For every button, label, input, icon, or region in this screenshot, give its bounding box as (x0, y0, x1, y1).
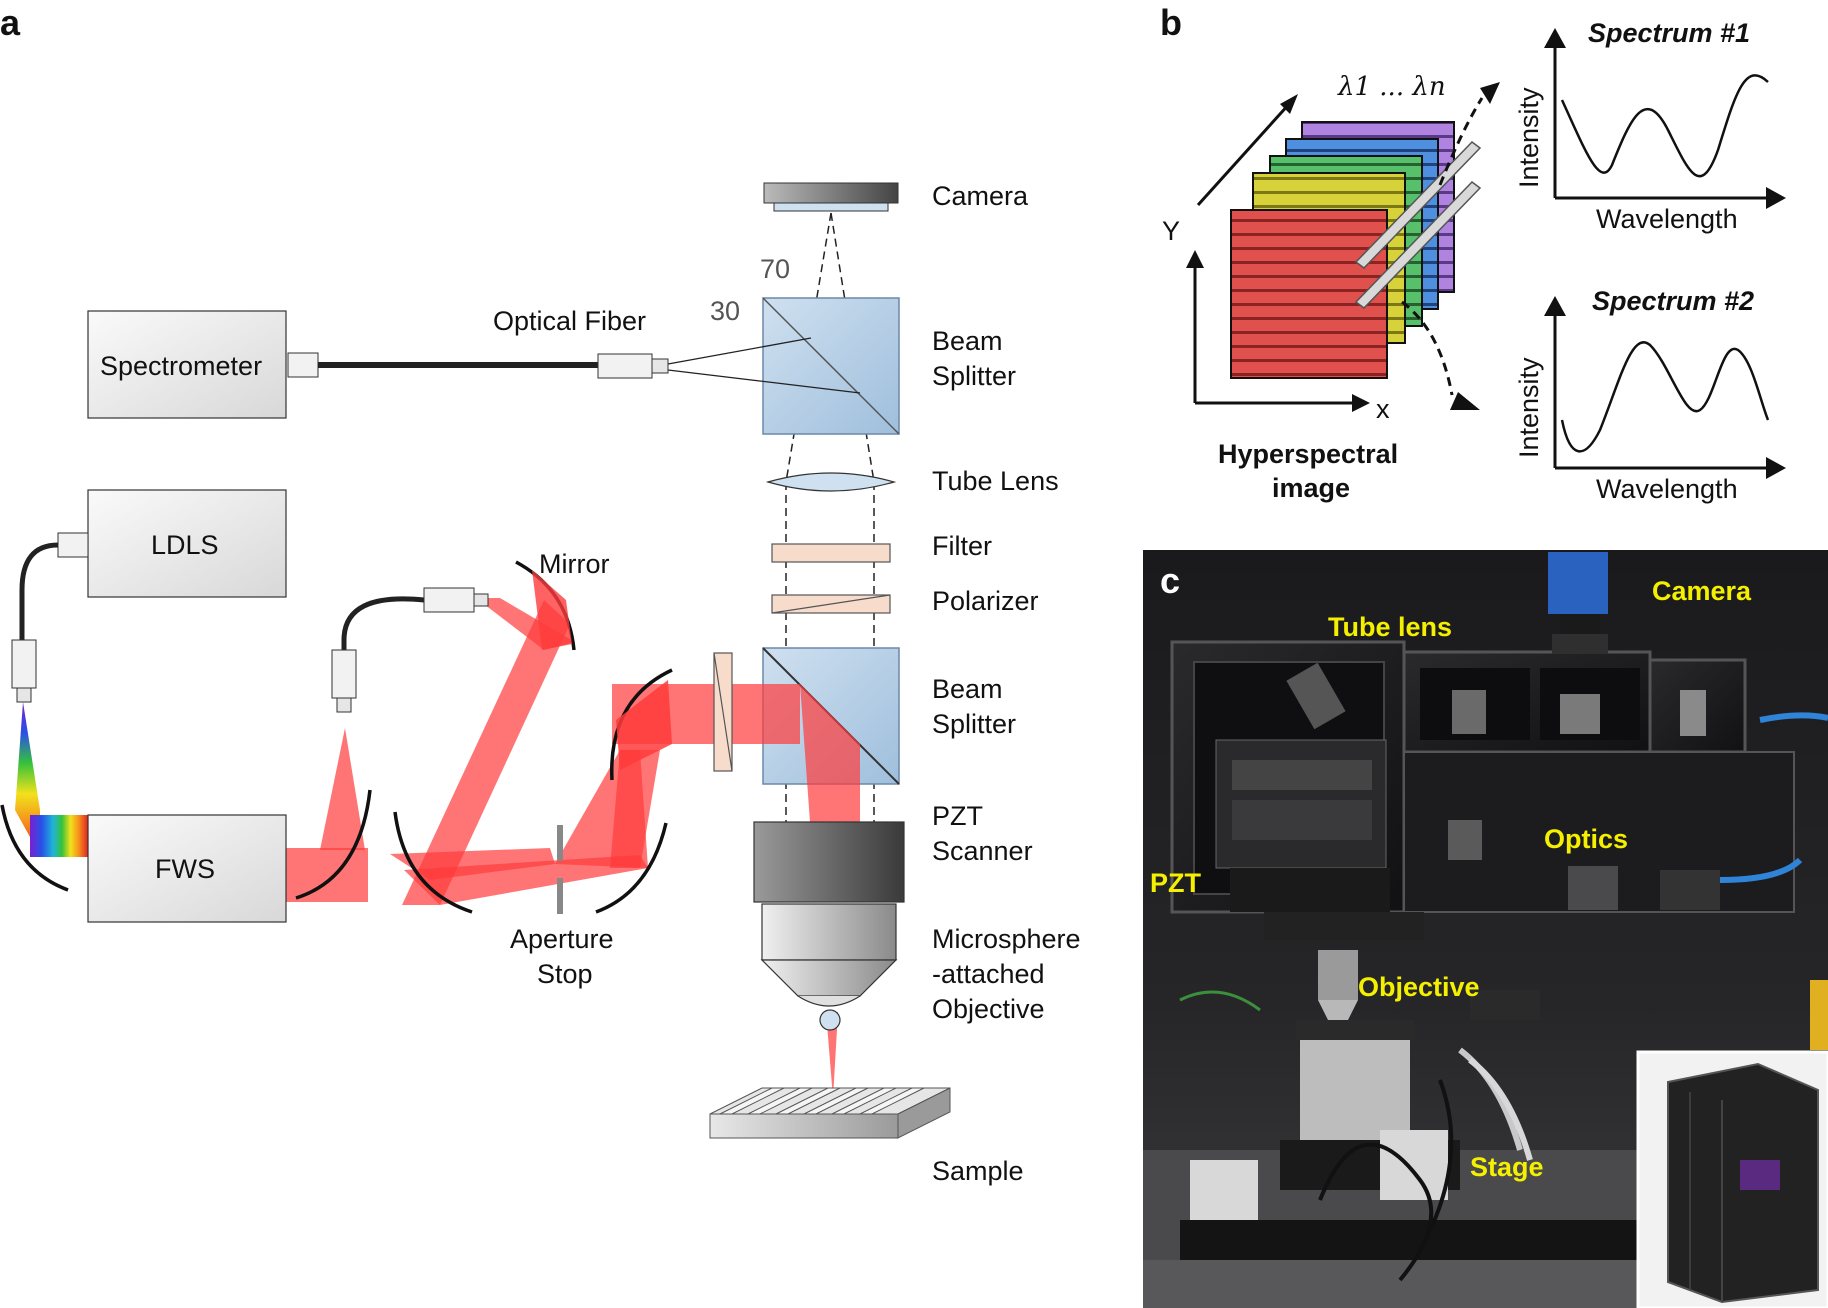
filter-element (771, 543, 891, 563)
camera-component (763, 182, 899, 212)
spectrum-1-plot (1544, 28, 1786, 209)
angle-70-label: 70 (760, 254, 790, 284)
top-mirror-beam (532, 570, 572, 650)
photo-label-tube-lens: Tube lens (1328, 612, 1452, 642)
bs-side-mirror (610, 668, 673, 781)
camera-label: Camera (932, 181, 1029, 211)
lambda-axis (1196, 101, 1292, 207)
beam-splitter-upper-label-2: Splitter (932, 361, 1016, 391)
spectrometer-box (87, 310, 319, 419)
pzt-scanner-label-2: Scanner (932, 836, 1033, 866)
polarizer-label: Polarizer (932, 586, 1039, 616)
spectrum-1-title: Spectrum #1 (1588, 18, 1750, 48)
panel-c-photo: c Camera Tube lens PZT Optics Objective … (1143, 550, 1828, 1308)
lower-left-mirror (393, 811, 473, 914)
panel-b: Y x λ1 ... λn Hyperspectral image (1162, 18, 1786, 504)
spectrum-2-xlabel: Wavelength (1596, 474, 1738, 504)
spectrum-1-ylabel: Intensity (1514, 87, 1544, 188)
objective-label-2: -attached (932, 959, 1045, 989)
sample-label: Sample (932, 1156, 1024, 1186)
sample-grating (709, 1087, 951, 1139)
y-axis-label: Y (1162, 216, 1180, 246)
dashed-arrow-up-head (1480, 82, 1500, 104)
rainbow-band (30, 815, 88, 857)
optical-fiber-label: Optical Fiber (493, 306, 646, 336)
layer-red (1230, 209, 1388, 379)
polarizer-element (771, 594, 891, 614)
spectrum-2-plot (1544, 296, 1786, 479)
lambda-axis-arrowhead (1280, 94, 1298, 114)
spectrum-2-ylabel: Intensity (1514, 357, 1544, 458)
fws-mirror (295, 789, 372, 900)
spectrometer-fiber-rays (667, 337, 861, 394)
spectrometer-label: Spectrometer (100, 351, 262, 381)
ldls-box (57, 489, 287, 598)
aperture-stop-label-1: Aperture (510, 924, 614, 954)
ldls-fiber (11, 542, 59, 703)
beam-splitter-upper-label-1: Beam (932, 326, 1003, 356)
dashed-arrow-down-head (1450, 392, 1480, 410)
photo-label-pzt: PZT (1150, 868, 1202, 898)
photo-label-optics: Optics (1544, 824, 1628, 854)
spectrum-1-xlabel: Wavelength (1596, 204, 1738, 234)
panel-label-a: a (0, 2, 21, 43)
x-axis-label: x (1376, 394, 1390, 424)
fws-box (87, 814, 287, 923)
photo-label-stage: Stage (1470, 1152, 1544, 1182)
pixel-spectrum-pipes (1354, 141, 1482, 309)
y-axis-arrowhead (1186, 250, 1204, 268)
objective-label-3: Objective (932, 994, 1045, 1024)
side-polarizer (713, 652, 733, 772)
bs-side-mirror-beam (616, 680, 672, 770)
dashed-arrow-up (1438, 97, 1484, 186)
objective-label-1: Microsphere (932, 924, 1081, 954)
optical-fiber (318, 353, 669, 379)
beam-splitter-lower-label-1: Beam (932, 674, 1003, 704)
beam-splitter-upper (762, 297, 900, 435)
angle-30-label: 30 (710, 296, 740, 326)
tube-lens-label: Tube Lens (932, 466, 1059, 496)
lambda-range-label: λ1 ... λn (1337, 72, 1446, 102)
aperture-stop-label-2: Stop (537, 959, 593, 989)
photo-label-objective: Objective (1358, 972, 1480, 1002)
coupling-fiber (331, 587, 489, 713)
lower-right-mirror (595, 822, 668, 914)
ldls-mirror (0, 804, 69, 892)
objective-lens (760, 903, 898, 1031)
spectrum-2-title: Spectrum #2 (1592, 286, 1754, 316)
panel-a: Camera 70 30 Beam Splitter Spectrometer (0, 181, 1081, 1186)
ldls-label: LDLS (151, 530, 219, 560)
illumination-beam (286, 598, 860, 1098)
pzt-scanner (753, 821, 905, 903)
aperture-stop (557, 825, 563, 914)
pzt-scanner-label-1: PZT (932, 801, 983, 831)
filter-label: Filter (932, 531, 992, 561)
x-axis-arrowhead (1352, 394, 1370, 412)
panel-label-b: b (1160, 2, 1182, 43)
photo-label-camera: Camera (1652, 576, 1752, 606)
tube-lens (765, 472, 897, 492)
panel-label-c: c (1160, 560, 1180, 601)
cube-caption-1: Hyperspectral (1218, 439, 1398, 469)
dashed-arrow-down (1401, 300, 1454, 396)
mirror-label: Mirror (539, 549, 609, 579)
fws-label: FWS (155, 854, 215, 884)
cube-caption-2: image (1272, 473, 1350, 503)
beam-splitter-lower-label-2: Splitter (932, 709, 1016, 739)
